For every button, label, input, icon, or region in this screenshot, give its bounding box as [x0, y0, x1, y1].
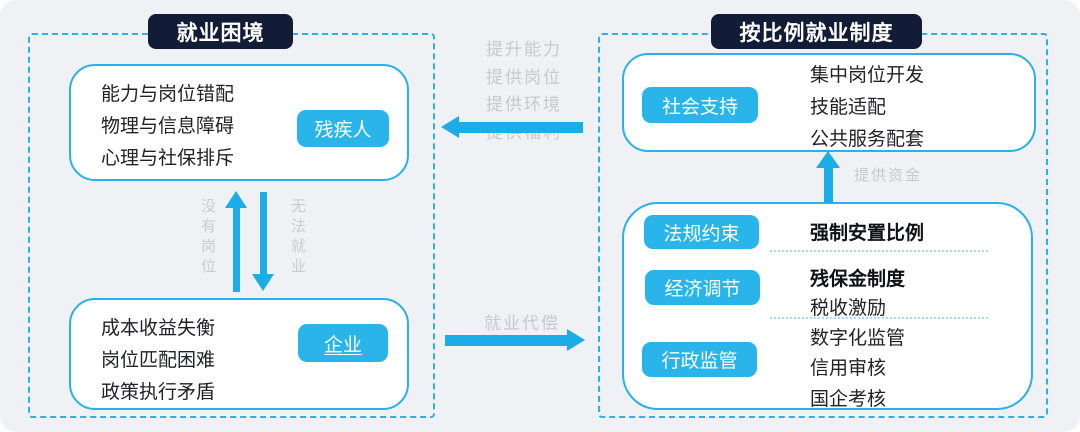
- flow-label: 提升能力: [486, 40, 562, 59]
- list-item: 集中岗位开发: [810, 65, 925, 86]
- admin-supervision-badge: 行政监管: [642, 342, 757, 377]
- enterprise-box: 成本收益失衡 岗位匹配困难 政策执行矛盾 企业: [69, 298, 409, 410]
- list-item: 公共服务配套: [810, 129, 925, 150]
- disabled-issue-list: 能力与岗位错配 物理与信息障碍 心理与社保排斥: [101, 79, 234, 175]
- policy-item: 国企考核: [810, 389, 887, 410]
- list-item: 能力与岗位错配: [101, 84, 235, 105]
- list-item: 成本收益失衡: [101, 318, 216, 339]
- list-item: 岗位匹配困难: [101, 350, 216, 371]
- disabled-persons-badge: 残疾人: [297, 110, 389, 147]
- social-support-list: 集中岗位开发 技能适配 公共服务配套: [810, 60, 924, 156]
- left-panel-title: 就业困境: [148, 14, 293, 49]
- compensation-label: 就业代偿: [484, 314, 560, 333]
- right-panel-title: 按比例就业制度: [711, 14, 922, 49]
- cannot-work-label: 无法就业: [289, 198, 306, 278]
- policy-item: 税收激励: [810, 298, 887, 319]
- enterprise-badge: 企业: [298, 324, 388, 362]
- no-jobs-label: 没有岗位: [199, 198, 216, 278]
- dotted-divider: [770, 250, 988, 252]
- policy-item: 强制安置比例: [810, 223, 925, 244]
- enterprise-badge-label: 企业: [323, 334, 362, 356]
- legal-constraint-badge: 法规约束: [644, 215, 759, 249]
- disabled-persons-box: 能力与岗位错配 物理与信息障碍 心理与社保排斥 残疾人: [69, 64, 409, 181]
- dotted-divider: [770, 317, 988, 319]
- policy-item: 残保金制度: [810, 269, 906, 290]
- policy-item: 数字化监管: [810, 328, 906, 349]
- enterprise-issue-list: 成本收益失衡 岗位匹配困难 政策执行矛盾: [101, 313, 215, 409]
- funding-label: 提供资金: [854, 167, 923, 184]
- list-item: 物理与信息障碍: [101, 116, 235, 137]
- list-item: 心理与社保排斥: [101, 148, 235, 169]
- economic-adjust-badge: 经济调节: [645, 270, 760, 305]
- policy-box: 法规约束 经济调节 行政监管 强制安置比例 残保金制度 税收激励 数字化监管 信…: [622, 202, 1033, 410]
- social-support-box: 社会支持 集中岗位开发 技能适配 公共服务配套: [622, 53, 1036, 152]
- policy-item: 信用审核: [810, 358, 887, 379]
- flow-label: 提供环境: [486, 95, 562, 114]
- list-item: 政策执行矛盾: [101, 382, 216, 403]
- social-support-badge: 社会支持: [642, 87, 758, 123]
- flow-label: 提供岗位: [486, 67, 562, 87]
- list-item: 技能适配: [810, 97, 887, 118]
